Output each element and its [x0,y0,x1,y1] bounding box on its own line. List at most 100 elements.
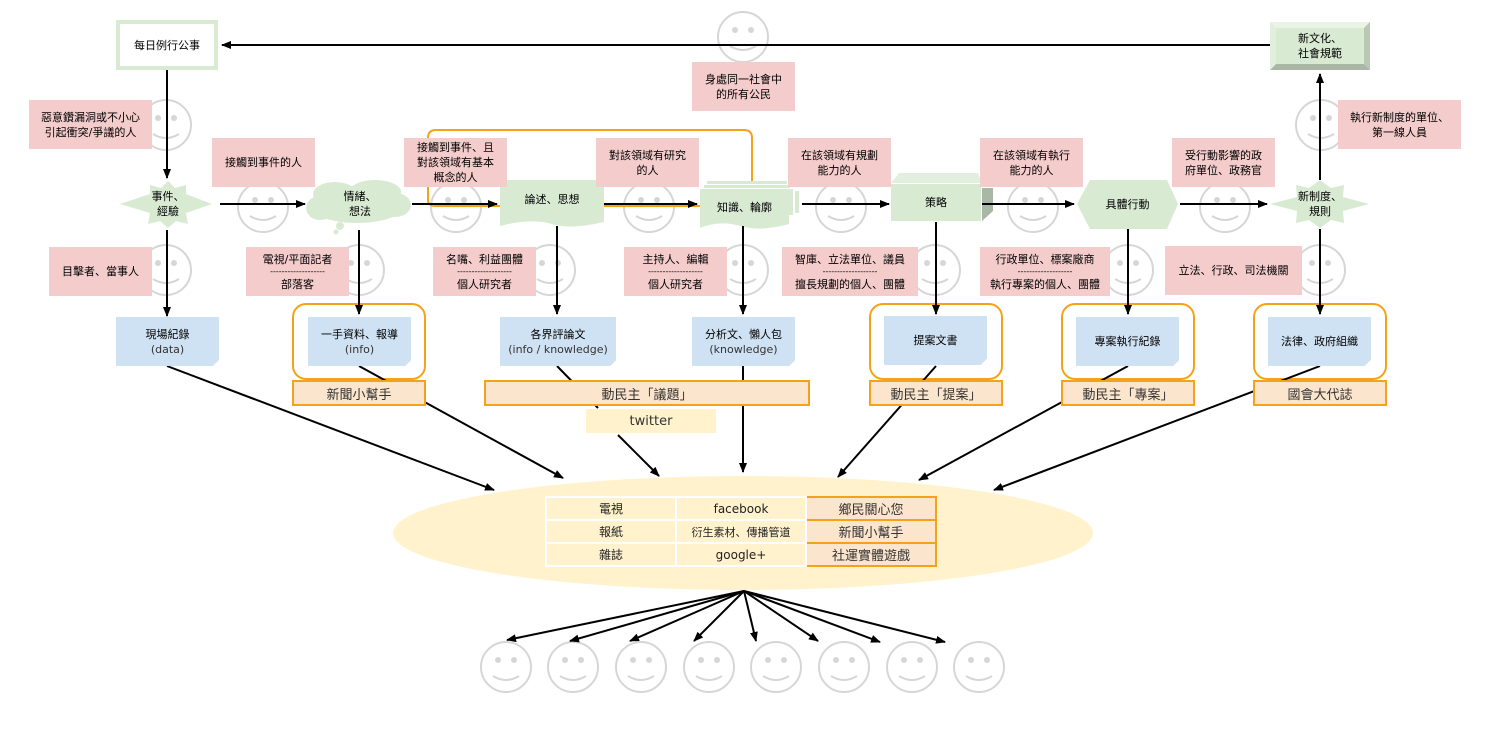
flow-node-line1: 事件、 [151,190,185,203]
new-rule-star-shape [1270,180,1369,228]
flow-node-line1: 論述、思想 [524,192,580,206]
people-label-upper: 執行新制度的單位、 第一線人員 [1338,100,1461,149]
table-row: 報紙 衍生素材、傳播管道 新聞小幫手 [545,519,937,544]
document-subtitle: (data) [150,342,185,356]
people-label-lower: 目擊者、當事人 [49,247,152,296]
project-cell[interactable]: 社運實體遊戲 [805,542,937,567]
flow-node-line1: 新制度、 [1298,190,1342,203]
flow-node-line1: 具體行動 [1105,198,1150,211]
table-row: 電視 facebook 鄉民關心您 [545,496,937,521]
project-label-text: 國會大代誌 [1287,387,1353,403]
project-label-news-helper[interactable]: 新聞小幫手 [292,380,426,406]
new-culture-line1: 新文化、 [1298,32,1342,45]
people-line: 受行動影響的政 [1185,148,1262,162]
table-row: 雜誌 google+ 社運實體遊戲 [545,542,937,567]
strategy-shape [891,173,993,221]
table-cell: 報紙 [545,519,677,544]
people-label-upper: 在該領域有規劃 能力的人 [788,138,891,187]
people-label-lower: 電視/平面記者 ------------------- 部落客 [246,247,349,296]
audience-smiley-icon [615,641,667,693]
new-culture-box [1270,22,1370,70]
audience-smiley-icon [683,641,735,693]
table-cell: 雜誌 [545,542,677,567]
people-line: 第一線人員 [1372,125,1427,139]
flow-node-knowledge: 知識、輪廓 [700,192,789,222]
people-label-lower: 名嘴、利益團體 ------------------- 個人研究者 [433,247,536,296]
document-title: 法律、政府組織 [1281,335,1358,348]
action-hexagon-shape [1077,180,1178,229]
project-cell[interactable]: 鄉民關心您 [805,496,937,521]
new-culture-line2: 社會規範 [1298,47,1342,60]
project-label-text: 動民主「議題」 [601,387,693,403]
people-line: 府單位、政務官 [1185,163,1262,177]
document-subtitle: (info) [344,342,375,356]
flow-node-event: 事件、 經驗 [128,188,208,220]
audience-smiley-icon [886,641,938,693]
twitter-channel[interactable]: twitter [586,409,716,433]
people-line: 能力的人 [1009,163,1054,177]
project-label-text: 動民主「專案」 [1082,387,1174,403]
people-separator: ------------------- [457,266,512,276]
people-line: 個人研究者 [457,277,512,291]
people-separator: ------------------- [822,266,878,276]
people-line: 在該領域有規劃 [801,148,878,162]
document-subtitle: (info / knowledge) [508,342,608,356]
document-title: 提案文書 [913,334,958,347]
project-label-proposal[interactable]: 動民主「提案」 [869,380,1003,406]
people-line: 執行新制度的單位、 [1350,110,1449,124]
all-citizens-line2: 的所有公民 [716,87,771,101]
discourse-shape [500,180,604,227]
people-label-lower: 主持人、編輯 ------------------- 個人研究者 [624,247,727,296]
people-label-upper: 接觸到事件、且 對該領域有基本 概念的人 [404,138,507,187]
table-cell[interactable]: google+ [675,542,807,567]
document-note: 專案執行紀錄 [1076,317,1179,366]
document-note: 現場紀錄 (data) [116,317,219,366]
flow-node-line1: 情緒、 [343,190,377,203]
project-label-text: 新聞小幫手 [326,387,392,403]
daily-routine-box [116,20,218,70]
all-citizens-line1: 身處同一社會中 [705,72,782,86]
people-line: 行政單位、標案廠商 [995,252,1095,266]
document-title: 分析文、懶人包 [705,327,782,341]
event-burst-shape [120,181,212,228]
people-separator: ------------------- [648,266,703,276]
people-line: 概念的人 [433,171,478,184]
document-note: 分析文、懶人包 (knowledge) [692,317,795,366]
twitter-label: twitter [629,413,673,429]
person-smiley-icon [815,181,867,233]
people-line: 能力的人 [817,163,862,177]
feedback-loop [427,129,753,200]
document-note: 法律、政府組織 [1268,317,1371,366]
document-note: 各界評論文 (info / knowledge) [500,317,616,366]
people-line: 引起衝突/爭議的人 [44,125,137,139]
people-label-upper: 在該領域有執行 能力的人 [980,138,1083,187]
flow-node-discourse: 論述、思想 [500,180,604,218]
project-label-issue[interactable]: 動民主「議題」 [484,380,810,406]
daily-routine-node: 每日例行公事 [118,22,216,68]
people-label-lower: 行政單位、標案廠商 ------------------- 執行專案的個人、團體 [980,247,1110,296]
flow-node-line1: 知識、輪廓 [717,200,772,214]
flow-node-emotion: 情緒、 想法 [320,188,400,220]
project-label-project[interactable]: 動民主「專案」 [1061,380,1195,406]
project-label-congress[interactable]: 國會大代誌 [1253,380,1387,406]
person-smiley-icon [1199,181,1251,233]
emotion-cloud-shape [306,180,411,235]
project-cell[interactable]: 新聞小幫手 [805,519,937,544]
new-culture-node: 新文化、 社會規範 [1270,22,1370,70]
project-label-text: 動民主「提案」 [890,387,982,403]
people-separator: ------------------- [270,266,325,276]
audience-smiley-icon [953,641,1005,693]
people-label-upper: 對該領域有研究 的人 [596,138,699,187]
audience-smiley-icon [480,641,532,693]
document-title: 現場紀錄 [145,327,190,341]
people-line: 主持人、編輯 [642,252,709,266]
people-line: 執行專案的個人、團體 [990,277,1100,291]
table-cell[interactable]: facebook [675,496,807,521]
document-title: 專案執行紀錄 [1094,335,1161,348]
audience-smiley-icon [818,641,870,693]
person-smiley-icon [1294,244,1346,296]
audience-smiley-icon [750,641,802,693]
flow-node-strategy: 策略 [891,184,981,221]
people-line: 對該領域有基本 [417,156,494,169]
